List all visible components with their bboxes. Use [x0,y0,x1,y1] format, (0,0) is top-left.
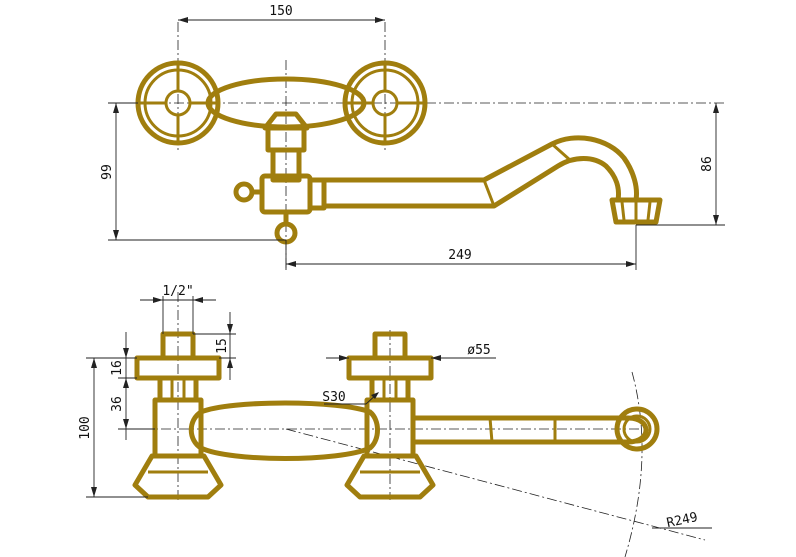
dim-spout-reach: 249 [448,248,471,263]
right-valve-front [344,331,436,500]
body-oval-front [188,400,380,461]
dim-thread-length: 15 [215,338,230,354]
spout-top [321,135,639,209]
spout-front [410,415,649,445]
right-handle-top [342,60,428,146]
label-wrench-size: S30 [322,390,345,405]
diverter-top [233,111,327,245]
aerator-top [609,197,663,225]
front-view: 1/2" 15 16 36 100 ø55 S30 [78,284,712,557]
dim-flange-diameter: ø55 [467,343,490,358]
dim-body-offset: 36 [110,396,125,412]
top-view: 150 99 86 249 [100,4,725,270]
left-valve-front [132,331,224,500]
dim-handle-spacing: 150 [269,4,292,19]
dim-total-height: 100 [78,416,93,439]
dim-nut-height: 16 [110,360,125,376]
dim-inlet-thread: 1/2" [162,284,193,299]
dim-spout-drop: 86 [700,156,715,172]
label-swing-radius: R249 [665,510,699,531]
dim-height-left: 99 [100,164,115,180]
aerator-front [614,406,660,452]
